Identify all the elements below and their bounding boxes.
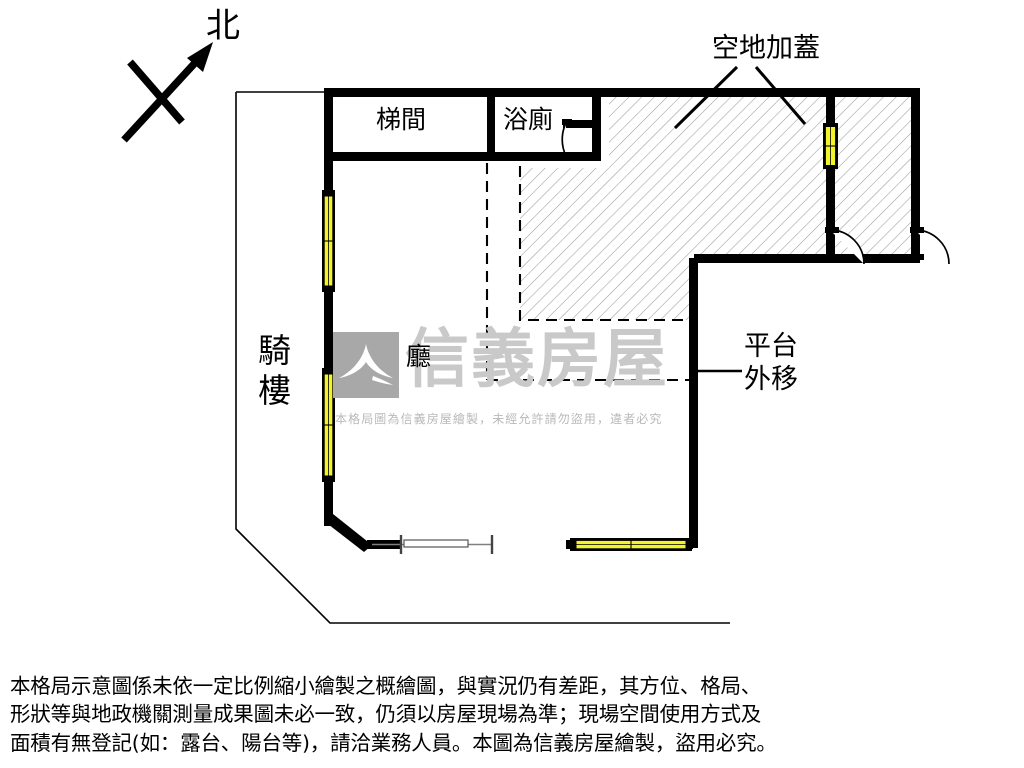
arcade-outline xyxy=(235,91,730,624)
original-outline-dashed xyxy=(485,163,696,382)
door-hatched-left xyxy=(825,227,865,265)
room-label-bathroom: 浴廁 xyxy=(503,105,554,134)
room-label-hall: 廳 xyxy=(406,342,432,371)
compass-north-label: 北 xyxy=(206,6,240,46)
sliding-door-opening xyxy=(372,535,494,554)
disclaimer-line-1: 本格局示意圖係未依一定比例縮小繪製之概繪圖，與實況仍有差距，其方位、格局、 xyxy=(10,674,762,698)
windows xyxy=(322,123,838,551)
window-right-interior xyxy=(823,123,838,169)
disclaimer-line-3: 面積有無登記(如：露台、陽台等)，請洽業務人員。本圖為信義房屋繪製，盜用必究。 xyxy=(10,730,777,755)
annotation-covered-area: 空地加蓋 xyxy=(712,33,820,64)
window-left-lower xyxy=(322,368,335,482)
window-bottom xyxy=(570,538,692,551)
room-label-stairwell: 梯間 xyxy=(376,105,427,134)
door-exterior-right xyxy=(910,227,950,265)
leader-lines xyxy=(673,65,807,373)
doors xyxy=(561,119,950,265)
disclaimer-line-2: 形狀等與地政機關測量成果圖未必一致，仍須以房屋現場為準；現場空間使用方式及 xyxy=(10,702,762,727)
room-label-arcade: 騎 樓 xyxy=(258,331,291,411)
compass-north-arrow xyxy=(121,42,213,143)
covered-open-area-hatch xyxy=(520,95,916,320)
window-left-upper xyxy=(322,190,335,292)
annotation-platform-moved: 平台 外移 xyxy=(744,331,798,395)
door-bathroom xyxy=(561,119,572,158)
disclaimer: 本格局示意圖係未依一定比例縮小繪製之概繪圖，與實況仍有差距，其方位、格局、 形狀… xyxy=(10,672,1018,757)
